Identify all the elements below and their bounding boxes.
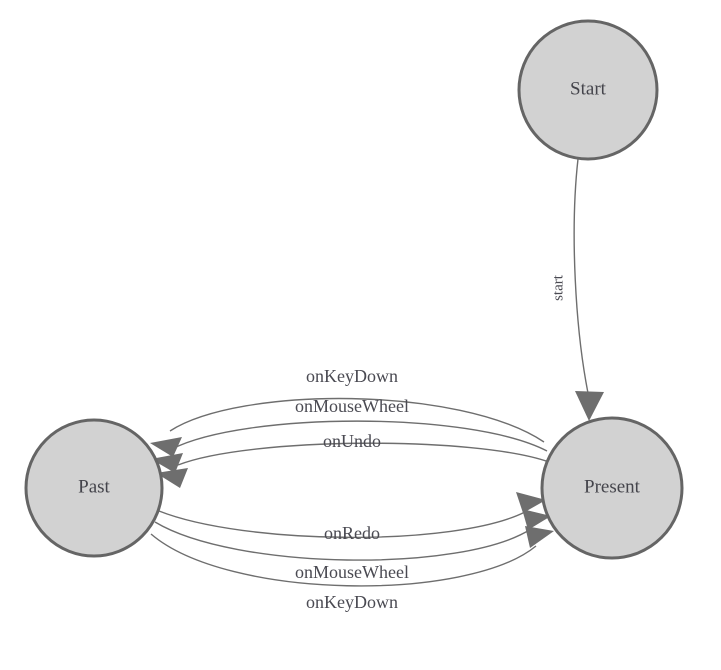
- arrowhead-wheel-up: [151, 453, 183, 473]
- edge-label-wheel-up: onMouseWheel: [295, 396, 409, 416]
- edge-undo-path: [177, 442, 550, 466]
- edge-start-to-present: start: [550, 158, 604, 421]
- edge-past-to-present-mousewheel: onMouseWheel: [154, 509, 551, 582]
- edge-label-redo: onRedo: [324, 523, 380, 543]
- edge-keydown-up-path: [169, 397, 545, 443]
- arrowhead-start-to-present: [575, 391, 604, 421]
- edge-label-keydown-down: onKeyDown: [306, 592, 398, 612]
- arrowhead-wheel-down: [522, 509, 551, 530]
- node-past-circle[interactable]: [24, 418, 164, 558]
- arrowhead-redo: [516, 492, 546, 513]
- edge-redo-path: [158, 510, 526, 539]
- edge-label-undo: onUndo: [323, 431, 381, 451]
- edge-label-start: start: [550, 274, 566, 301]
- arrowhead-keydown-down: [525, 526, 554, 548]
- edge-start-path: [573, 158, 590, 399]
- edge-present-to-past-keydown: onKeyDown: [150, 366, 545, 457]
- node-past[interactable]: Past: [24, 418, 164, 558]
- arrowhead-keydown-up: [150, 437, 182, 457]
- edge-past-to-present-redo: onRedo: [158, 492, 546, 543]
- node-start-circle[interactable]: [517, 19, 659, 161]
- node-start-label: Start: [570, 78, 607, 99]
- node-past-label: Past: [78, 476, 110, 497]
- node-start[interactable]: Start: [517, 19, 659, 161]
- edge-label-wheel-down: onMouseWheel: [295, 562, 409, 582]
- edge-wheel-up-path: [171, 420, 548, 452]
- edge-label-keydown-up: onKeyDown: [306, 366, 398, 386]
- edge-present-to-past-undo: onUndo: [156, 431, 550, 488]
- edge-keydown-down-path: [150, 533, 537, 587]
- node-present-label: Present: [584, 476, 641, 497]
- node-present-circle[interactable]: [540, 416, 684, 560]
- node-present[interactable]: Present: [540, 416, 684, 560]
- arrowhead-undo: [156, 468, 188, 488]
- edge-present-to-past-mousewheel: onMouseWheel: [151, 396, 548, 473]
- edge-past-to-present-keydown: onKeyDown: [150, 526, 554, 612]
- edge-wheel-down-path: [154, 521, 532, 561]
